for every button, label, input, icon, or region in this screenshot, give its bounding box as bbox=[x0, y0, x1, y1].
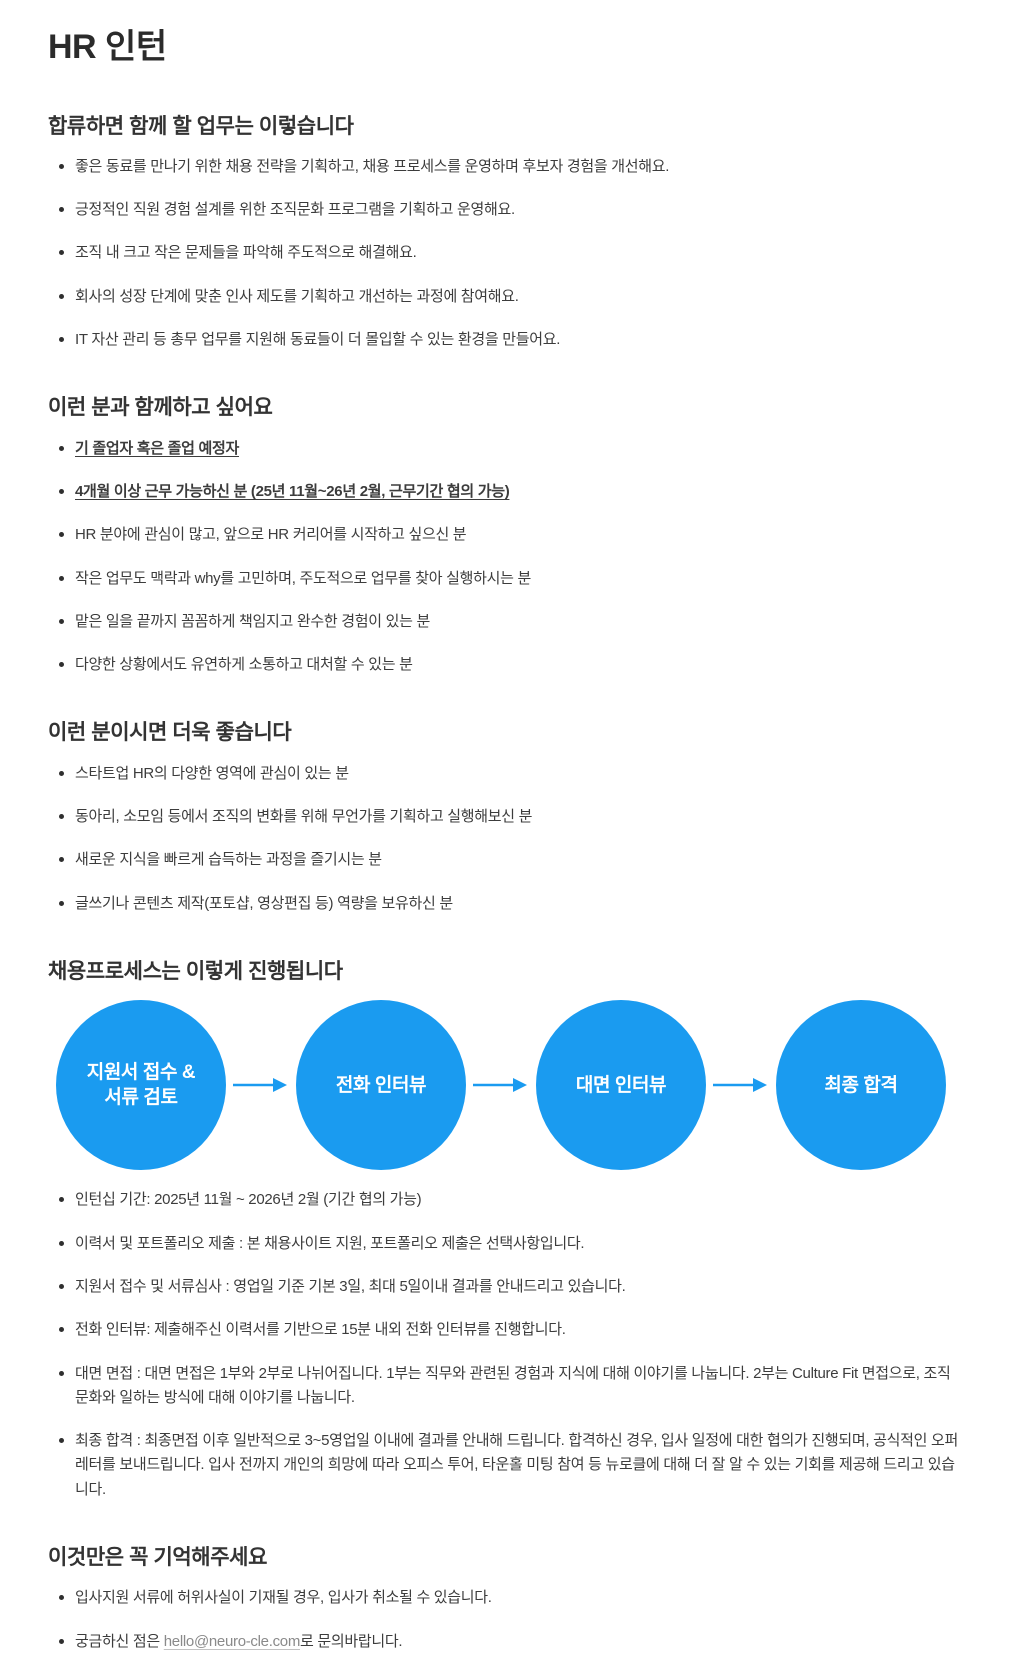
list-item: 전화 인터뷰: 제출해주신 이력서를 기반으로 15분 내외 전화 인터뷰를 진… bbox=[48, 1318, 983, 1342]
list-item: 조직 내 크고 작은 문제들을 파악해 주도적으로 해결해요. bbox=[48, 241, 983, 265]
list-item: 좋은 동료를 만나기 위한 채용 전략을 기획하고, 채용 프로세스를 운영하며… bbox=[48, 155, 983, 179]
list-item: 작은 업무도 맥락과 why를 고민하며, 주도적으로 업무를 찾아 실행하시는… bbox=[48, 567, 983, 591]
section-heading-preferred: 이런 분이시면 더욱 좋습니다 bbox=[48, 721, 292, 745]
list-item: IT 자산 관리 등 총무 업무를 지원해 동료들이 더 몰입할 수 있는 환경… bbox=[48, 328, 983, 352]
list-item: 최종 합격 : 최종면접 이후 일반적으로 3~5영업일 이내에 결과를 안내해… bbox=[48, 1429, 983, 1502]
list-item: 맡은 일을 끝까지 꼼꼼하게 책임지고 완수한 경험이 있는 분 bbox=[48, 610, 983, 634]
list-item-highlighted: 4개월 이상 근무 가능하신 분 (25년 11월~26년 2월, 근무기간 협… bbox=[48, 480, 983, 504]
list-item: 인턴십 기간: 2025년 11월 ~ 2026년 2월 (기간 협의 가능) bbox=[48, 1188, 983, 1212]
list-item-contact: 궁금하신 점은 hello@neuro-cle.com로 문의바랍니다. bbox=[48, 1630, 983, 1654]
section-preferred: 이런 분이시면 더욱 좋습니다 스타트업 HR의 다양한 영역에 관심이 있는 … bbox=[48, 719, 983, 916]
remember-list: 입사지원 서류에 허위사실이 기재될 경우, 입사가 취소될 수 있습니다. 궁… bbox=[48, 1586, 983, 1654]
list-item: 입사지원 서류에 허위사실이 기재될 경우, 입사가 취소될 수 있습니다. bbox=[48, 1586, 983, 1610]
arrow-right-icon bbox=[466, 1075, 536, 1095]
list-item: 이력서 및 포트폴리오 제출 : 본 채용사이트 지원, 포트폴리오 제출은 선… bbox=[48, 1232, 983, 1256]
list-item: 새로운 지식을 빠르게 습득하는 과정을 즐기시는 분 bbox=[48, 848, 983, 872]
section-heading-duties: 합류하면 함께 할 업무는 이렇습니다 bbox=[48, 114, 354, 138]
preferred-list: 스타트업 HR의 다양한 영역에 관심이 있는 분 동아리, 소모임 등에서 조… bbox=[48, 762, 983, 916]
arrow-right-icon bbox=[226, 1075, 296, 1095]
section-remember: 이것만은 꼭 기억해주세요 입사지원 서류에 허위사실이 기재될 경우, 입사가… bbox=[48, 1544, 983, 1654]
contact-prefix-text: 궁금하신 점은 bbox=[75, 1632, 164, 1650]
list-item: 긍정적인 직원 경험 설계를 위한 조직문화 프로그램을 기획하고 운영해요. bbox=[48, 198, 983, 222]
list-item: 대면 면접 : 대면 면접은 1부와 2부로 나뉘어집니다. 1부는 직무와 관… bbox=[48, 1362, 983, 1411]
page-title: HR 인턴 bbox=[48, 28, 167, 66]
duties-list: 좋은 동료를 만나기 위한 채용 전략을 기획하고, 채용 프로세스를 운영하며… bbox=[48, 155, 983, 352]
section-heading-process: 채용프로세스는 이렇게 진행됩니다 bbox=[48, 959, 343, 983]
hiring-process-diagram: 지원서 접수 & 서류 검토 전화 인터뷰 대면 인터뷰 bbox=[48, 1000, 983, 1171]
list-item: 동아리, 소모임 등에서 조직의 변화를 위해 무언가를 기획하고 실행해보신 … bbox=[48, 805, 983, 829]
list-item-highlighted: 기 졸업자 혹은 졸업 예정자 bbox=[48, 437, 983, 461]
list-item: 글쓰기나 콘텐츠 제작(포토샵, 영상편집 등) 역량을 보유하신 분 bbox=[48, 892, 983, 916]
arrow-right-icon bbox=[706, 1075, 776, 1095]
section-heading-requirements: 이런 분과 함께하고 싶어요 bbox=[48, 396, 273, 420]
section-duties: 합류하면 함께 할 업무는 이렇습니다 좋은 동료를 만나기 위한 채용 전략을… bbox=[48, 113, 983, 353]
section-requirements: 이런 분과 함께하고 싶어요 기 졸업자 혹은 졸업 예정자 4개월 이상 근무… bbox=[48, 394, 983, 677]
list-item-text: 기 졸업자 혹은 졸업 예정자 bbox=[75, 439, 239, 457]
list-item-text: 4개월 이상 근무 가능하신 분 (25년 11월~26년 2월, 근무기간 협… bbox=[75, 482, 510, 500]
list-item: 지원서 접수 및 서류심사 : 영업일 기준 기본 3일, 최대 5일이내 결과… bbox=[48, 1275, 983, 1299]
process-step-1: 지원서 접수 & 서류 검토 bbox=[56, 1000, 226, 1171]
list-item: 다양한 상황에서도 유연하게 소통하고 대처할 수 있는 분 bbox=[48, 653, 983, 677]
section-hiring-process: 채용프로세스는 이렇게 진행됩니다 지원서 접수 & 서류 검토 전화 인터뷰 … bbox=[48, 958, 983, 1502]
contact-email-link[interactable]: hello@neuro-cle.com bbox=[163, 1632, 301, 1650]
section-heading-remember: 이것만은 꼭 기억해주세요 bbox=[48, 1546, 267, 1569]
list-item: 회사의 성장 단계에 맞춘 인사 제도를 기획하고 개선하는 과정에 참여해요. bbox=[48, 285, 983, 309]
contact-suffix-text: 로 문의바랍니다. bbox=[300, 1632, 403, 1650]
process-step-2: 전화 인터뷰 bbox=[296, 1000, 466, 1171]
process-step-3: 대면 인터뷰 bbox=[536, 1000, 706, 1171]
process-step-4: 최종 합격 bbox=[776, 1000, 946, 1171]
list-item: 스타트업 HR의 다양한 영역에 관심이 있는 분 bbox=[48, 762, 983, 786]
list-item: HR 분야에 관심이 많고, 앞으로 HR 커리어를 시작하고 싶으신 분 bbox=[48, 523, 983, 547]
process-notes-list: 인턴십 기간: 2025년 11월 ~ 2026년 2월 (기간 협의 가능) … bbox=[48, 1188, 983, 1502]
requirements-list: 기 졸업자 혹은 졸업 예정자 4개월 이상 근무 가능하신 분 (25년 11… bbox=[48, 437, 983, 678]
